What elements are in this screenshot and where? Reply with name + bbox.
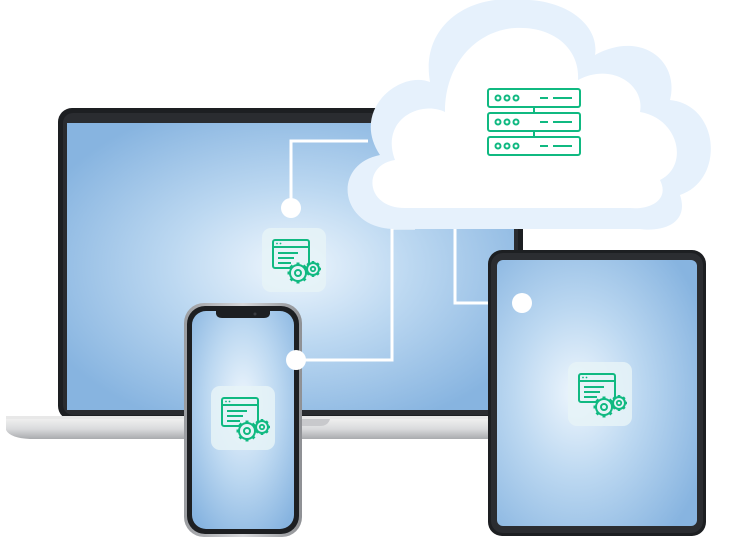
- smartphone: [184, 303, 302, 537]
- connector-laptop-cloud: [289, 139, 368, 208]
- server-rack-icon: [487, 88, 581, 156]
- cloud-body: [372, 27, 677, 209]
- laptop-app-gears-icon: [260, 226, 328, 294]
- phone-app-gears-icon: [209, 384, 277, 452]
- tablet-connector-node: [512, 293, 532, 313]
- phone-notch: [216, 311, 270, 318]
- laptop-connector-node: [281, 198, 301, 218]
- tablet: [488, 250, 706, 536]
- phone-connector-node: [286, 350, 306, 370]
- tablet-app-gears-icon: [566, 360, 634, 428]
- cloud: [347, 0, 711, 230]
